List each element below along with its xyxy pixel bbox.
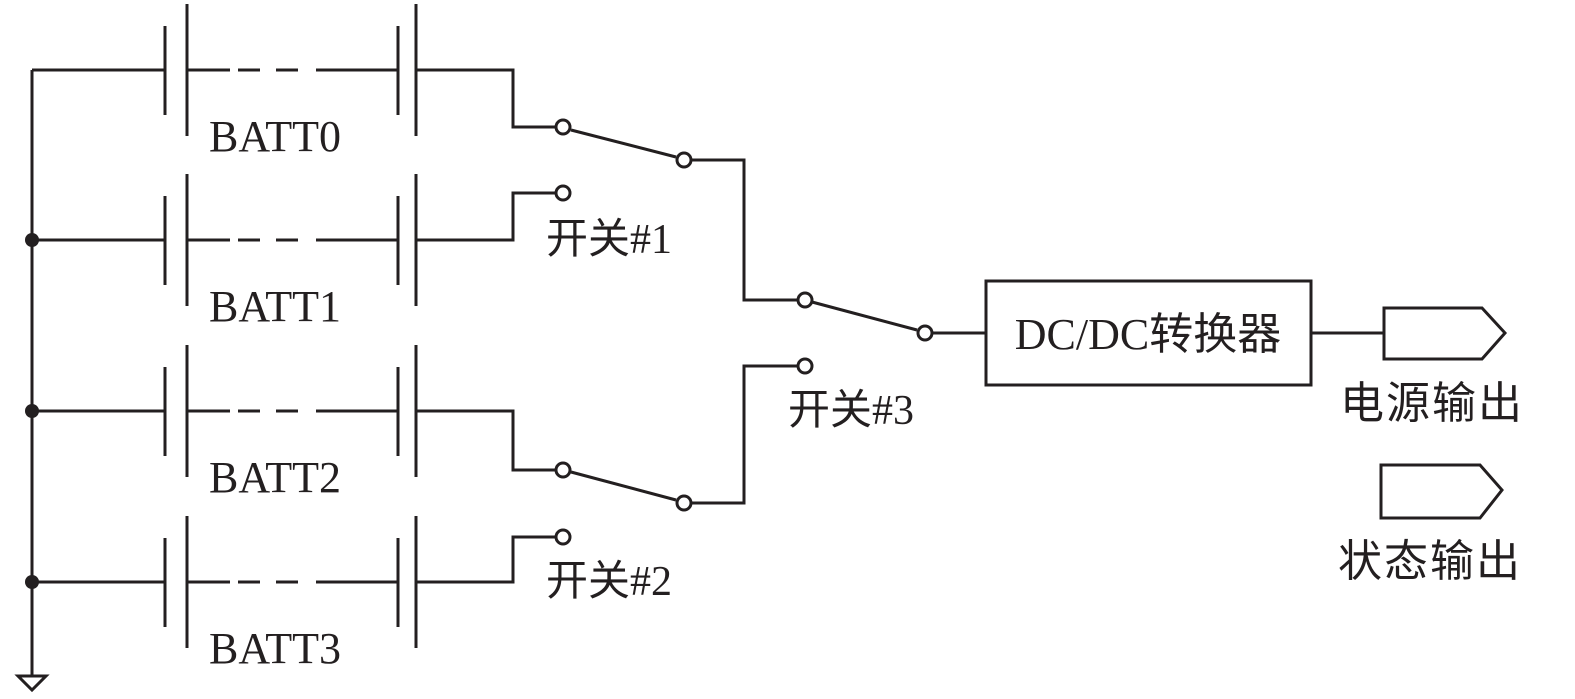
ground-icon xyxy=(14,674,50,693)
switch-1: 开关#1 xyxy=(416,68,797,302)
power-output: 电源输出 xyxy=(1340,306,1524,428)
switch-2: 开关#2 xyxy=(416,364,797,605)
battery-label: BATT1 xyxy=(209,282,341,331)
switch-terminal xyxy=(554,528,572,546)
switch-terminal xyxy=(916,324,934,342)
switch-terminal xyxy=(796,357,814,375)
switch-2-blade xyxy=(570,470,677,502)
switch-terminal xyxy=(675,151,693,169)
battery-2: BATT2 xyxy=(32,345,418,502)
battery-label: BATT0 xyxy=(209,112,341,161)
output-port-icon xyxy=(1379,463,1504,520)
switch-terminal xyxy=(554,184,572,202)
battery-1: BATT1 xyxy=(32,174,418,331)
battery-label: BATT2 xyxy=(209,453,341,502)
dcdc-converter-label: DC/DC转换器 xyxy=(1015,310,1281,359)
power-output-label: 电源输出 xyxy=(1340,379,1524,428)
switch-1-blade xyxy=(570,128,677,159)
switch-terminal xyxy=(675,494,693,512)
switch-3-blade xyxy=(811,300,918,332)
battery-3: BATT3 xyxy=(32,516,418,673)
switch-terminal xyxy=(796,291,814,309)
dcdc-converter: DC/DC转换器 xyxy=(984,279,1384,387)
battery-0: BATT0 xyxy=(32,4,418,161)
output-port-icon xyxy=(1382,306,1508,361)
switch-terminal xyxy=(554,461,572,479)
switch-1-label: 开关#1 xyxy=(546,217,672,263)
switch-3: 开关#3 xyxy=(788,291,986,434)
switch-terminal xyxy=(554,118,572,136)
switch-2-label: 开关#2 xyxy=(546,559,672,605)
status-output: 状态输出 xyxy=(1338,463,1522,586)
battery-label: BATT3 xyxy=(209,624,341,673)
status-output-label: 状态输出 xyxy=(1338,537,1522,586)
switch-3-label: 开关#3 xyxy=(788,388,914,434)
